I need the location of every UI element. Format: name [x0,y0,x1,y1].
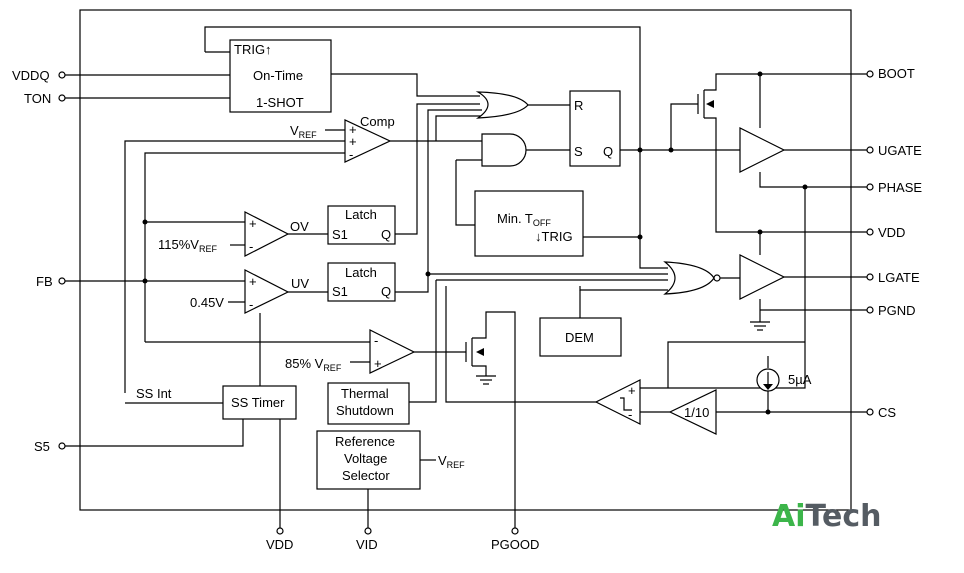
pin-vdd-right [866,228,874,236]
latch-ov [327,205,396,245]
ov-comparator [244,211,290,257]
divider-label: 1/10 [684,405,709,420]
svg-text:+: + [249,274,257,289]
pgood-ref-label: 85% VREF [285,356,342,373]
svg-text:+: + [374,356,382,371]
reference-voltage-selector [316,430,421,490]
svg-text:-: - [249,239,253,254]
latch-uv-title: Latch [345,265,377,280]
svg-text:S: S [574,144,583,159]
pin-ugate-label: UGATE [878,143,922,158]
pgood-comparator [369,329,416,374]
svg-text:-: - [374,333,378,348]
latch-uv [327,262,396,302]
pin-fb-label: FB [36,274,53,289]
svg-text:+: + [349,134,357,149]
low-side-driver [739,254,786,300]
uv-ref-label: 0.45V [190,295,224,310]
min-toff-block [474,190,584,257]
pin-boot [866,70,874,78]
sr-latch [569,90,621,167]
thermal-shutdown-block [327,382,410,425]
pin-boot-label: BOOT [878,66,915,81]
oneshot-trig-label: TRIG↑ [234,42,272,57]
oneshot-ontime-label: On-Time [253,68,303,83]
uv-label: UV [291,276,309,291]
refsel-line2: Voltage [344,451,387,466]
svg-text:-: - [628,407,632,422]
pin-ton-label: TON [24,91,51,106]
pin-lgate-label: LGATE [878,270,920,285]
pin-vdd-bottom [276,527,284,535]
svg-text:S1: S1 [332,284,348,299]
one-shot-block [229,39,332,113]
pin-cs-label: CS [878,405,896,420]
aitech-logo: AiTech [772,499,881,534]
or-gate-bottom [663,261,715,295]
svg-text:+: + [628,383,636,398]
refsel-line1: Reference [335,434,395,449]
dem-label: DEM [565,330,594,345]
pin-ugate [866,146,874,154]
ic-boundary [79,9,852,511]
svg-text:S1: S1 [332,227,348,242]
or-gate-top [475,91,529,119]
svg-text:-: - [349,147,353,162]
zero-cross-comparator [594,379,641,425]
pin-lgate [866,273,874,281]
pin-vddq-label: VDDQ [12,68,50,83]
ov-ref-label: 115%VREF [158,237,217,254]
uv-comparator [244,269,290,314]
pin-pgood [511,527,519,535]
pin-pgnd [866,306,874,314]
svg-text:Q: Q [603,144,613,159]
pin-phase-label: PHASE [878,180,922,195]
svg-text:+: + [249,216,257,231]
ov-label: OV [290,219,309,234]
pin-pgnd-label: PGND [878,303,916,318]
current-source-label: 5µA [788,372,812,387]
oneshot-shot-label: 1-SHOT [256,95,304,110]
pin-vdd-right-label: VDD [878,225,905,240]
latch-ov-title: Latch [345,207,377,222]
high-side-driver [739,127,786,173]
comp-label: Comp [360,114,395,129]
ss-timer-label: SS Timer [231,395,285,410]
pin-phase [866,183,874,191]
pin-s5 [58,442,66,450]
pin-pgood-label: PGOOD [491,537,539,552]
thermal-line1: Thermal [341,386,389,401]
pin-vid-label: VID [356,537,378,552]
pin-vddq [58,71,66,79]
thermal-line2: Shutdown [336,403,394,418]
mintoff-line2: ↓TRIG [535,229,573,244]
comp-vref-label: VREF [290,123,317,140]
svg-text:-: - [249,297,253,312]
refsel-out-label: VREF [438,453,465,470]
ss-int-label: SS Int [136,386,172,401]
pin-fb [58,277,66,285]
or-gate-inverter-bubble [713,274,721,282]
svg-text:+: + [349,122,357,137]
and-gate [481,133,527,167]
svg-text:R: R [574,98,583,113]
refsel-line3: Selector [342,468,390,483]
svg-text:Q: Q [381,284,391,299]
dem-block [539,317,622,357]
pin-vid [364,527,372,535]
svg-text:Q: Q [381,227,391,242]
pin-cs [866,408,874,416]
mintoff-line1: Min. TOFF [497,211,551,228]
pin-ton [58,94,66,102]
pin-vdd-bottom-label: VDD [266,537,293,552]
pin-s5-label: S5 [34,439,50,454]
